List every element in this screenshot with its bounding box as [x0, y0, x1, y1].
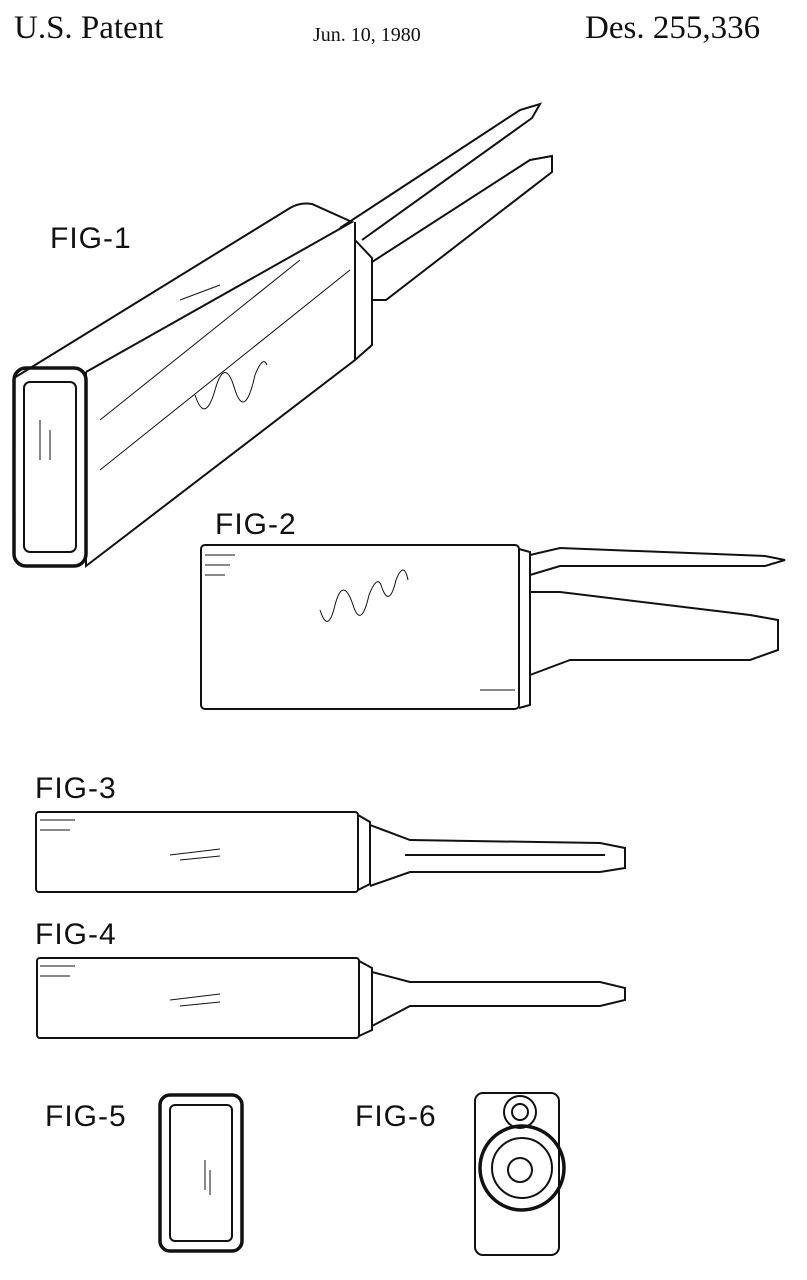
figure-4-drawing — [36, 957, 626, 1039]
figure-label-1: FIG-1 — [50, 222, 132, 255]
patent-date: Jun. 10, 1980 — [313, 24, 421, 46]
patent-number: Des. 255,336 — [585, 10, 761, 46]
figure-label-6: FIG-6 — [355, 1100, 437, 1133]
figure-label-5: FIG-5 — [45, 1100, 127, 1133]
figure-label-3: FIG-3 — [35, 772, 117, 805]
figure-1-drawing — [12, 102, 553, 569]
figure-6-drawing — [474, 1092, 566, 1256]
figure-5-drawing — [158, 1093, 244, 1253]
figure-label-4: FIG-4 — [35, 918, 117, 951]
figure-label-2: FIG-2 — [215, 508, 297, 541]
patent-header-label: U.S. Patent — [14, 10, 164, 46]
figure-3-drawing — [35, 811, 626, 893]
figure-2-drawing — [200, 544, 786, 710]
